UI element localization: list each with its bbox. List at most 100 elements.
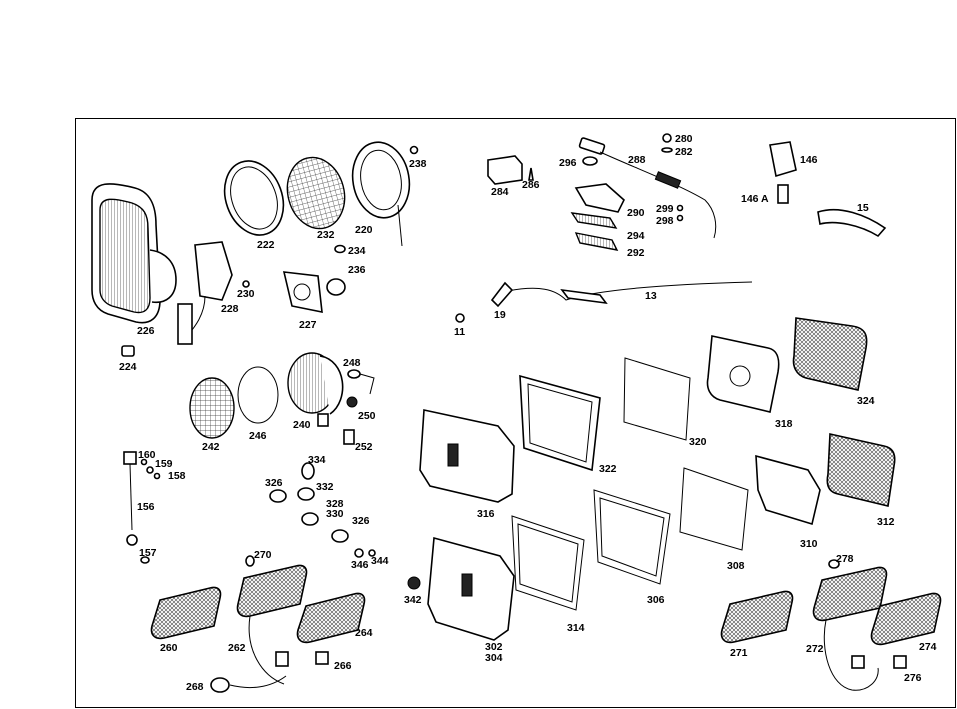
part-310-housing	[755, 454, 821, 526]
part-230-screw	[242, 280, 250, 288]
part-274-lens	[870, 592, 942, 646]
label-346: 346	[351, 559, 369, 571]
part-276-plug	[893, 655, 907, 669]
part-252-switch	[343, 429, 355, 445]
label-266: 266	[334, 660, 352, 672]
part-227-socket	[282, 271, 323, 313]
label-320: 320	[689, 436, 707, 448]
part-271-lens	[720, 590, 794, 644]
part-306-frame	[593, 489, 671, 585]
label-272: 272	[806, 643, 824, 655]
label-264: 264	[355, 627, 373, 639]
label-246: 246	[249, 430, 267, 442]
part-246-ring	[237, 366, 279, 424]
label-332: 332	[316, 481, 334, 493]
label-299: 299	[656, 203, 674, 215]
part-272-lamp	[812, 566, 888, 691]
label-224: 224	[119, 361, 137, 373]
part-288-lamp-wire	[578, 137, 717, 239]
part-270-bulb	[245, 555, 255, 567]
part-146-switch	[769, 141, 797, 204]
label-19: 19	[494, 309, 506, 321]
part-238-screw	[409, 145, 419, 155]
part-292-lens	[574, 232, 619, 251]
part-332-bulb	[297, 487, 315, 501]
part-266-plug	[315, 651, 329, 665]
diagram-frame	[75, 118, 956, 708]
part-342-grommet	[407, 576, 421, 590]
part-314-frame	[511, 515, 585, 611]
label-222: 222	[257, 239, 275, 251]
label-344: 344	[371, 555, 389, 567]
label-159: 159	[155, 458, 173, 470]
part-156-cable	[123, 451, 138, 546]
label-230: 230	[237, 288, 255, 300]
part-302-lamp-body	[427, 536, 515, 641]
label-270: 270	[254, 549, 272, 561]
part-234-bulb	[334, 244, 346, 254]
part-324-lens	[792, 317, 868, 391]
part-328-bulb	[301, 512, 319, 526]
label-242: 242	[202, 441, 220, 453]
label-271: 271	[730, 647, 748, 659]
label-156: 156	[137, 501, 155, 513]
part-294-gasket	[570, 212, 618, 229]
label-286: 286	[522, 179, 540, 191]
part-160-159-158-washers	[140, 458, 161, 480]
part-264-lens	[296, 592, 366, 644]
label-160: 160	[138, 449, 156, 461]
label-278: 278	[836, 553, 854, 565]
part-250-grommet	[346, 396, 358, 408]
label-262: 262	[228, 642, 246, 654]
label-280: 280	[675, 133, 693, 145]
label-288: 288	[628, 154, 646, 166]
part-308-gasket	[679, 467, 749, 551]
part-326b-bulb	[331, 529, 349, 543]
part-236-bulb	[326, 278, 346, 296]
part-224-clip	[121, 345, 135, 357]
label-312: 312	[877, 516, 895, 528]
label-227: 227	[299, 319, 317, 331]
label-238: 238	[409, 158, 427, 170]
part-268-bulb	[210, 651, 289, 693]
label-260: 260	[160, 642, 178, 654]
part-19-grommet	[490, 281, 514, 308]
part-11-grommet	[455, 313, 465, 323]
label-326b: 326	[352, 515, 370, 527]
part-346-bulb	[354, 548, 364, 558]
part-157-bulb	[140, 556, 150, 564]
label-240: 240	[293, 419, 311, 431]
label-232: 232	[317, 229, 335, 241]
label-11: 11	[454, 326, 465, 338]
label-274: 274	[919, 641, 937, 653]
part-248-bulb	[347, 369, 375, 395]
label-308: 308	[727, 560, 745, 572]
label-342: 342	[404, 594, 422, 606]
label-284: 284	[491, 186, 509, 198]
label-248: 248	[343, 357, 361, 369]
label-146: 146	[800, 154, 818, 166]
label-296: 296	[559, 157, 577, 169]
part-228-bracket	[177, 241, 233, 345]
label-250: 250	[358, 410, 376, 422]
label-328: 328	[326, 498, 344, 510]
label-310: 310	[800, 538, 818, 550]
part-326-bulb	[269, 489, 287, 503]
part-232-sealed-beam	[286, 156, 346, 230]
part-312-lens	[826, 433, 896, 507]
part-220-reflector-bowl	[351, 141, 411, 247]
label-157: 157	[139, 547, 157, 559]
label-322: 322	[599, 463, 617, 475]
callout-labels: 226 224 228 230 222 232 220 238 234 236 …	[119, 133, 937, 693]
label-228: 228	[221, 303, 239, 315]
part-344-bulb	[368, 549, 376, 557]
label-13: 13	[645, 290, 657, 302]
part-280-nut	[662, 133, 672, 143]
label-306: 306	[647, 594, 665, 606]
part-284-box	[487, 155, 523, 185]
part-286-screw	[528, 167, 534, 181]
label-268: 268	[186, 681, 204, 693]
part-316-lamp-body	[419, 409, 515, 503]
label-318: 318	[775, 418, 793, 430]
